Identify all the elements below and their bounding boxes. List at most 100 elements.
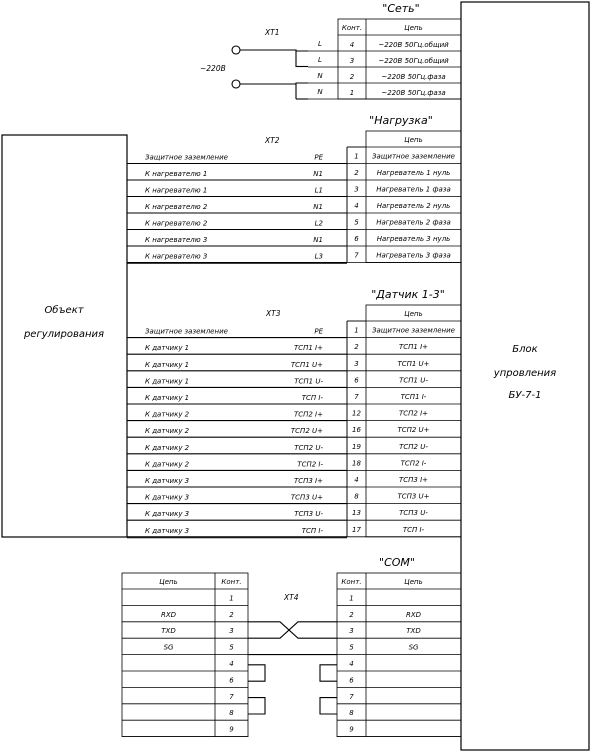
- supply-row-circuit: ~220В 50Гц.общий: [378, 41, 449, 49]
- com-right-row-contact: 9: [349, 726, 354, 734]
- load-row-contact: 4: [354, 202, 358, 210]
- supply-row-mark: L: [318, 56, 322, 64]
- sensor-row-contact: 3: [354, 360, 358, 368]
- sensor-row-target: К датчику 2: [145, 411, 190, 419]
- com-right-loop-0: [319, 664, 337, 682]
- sensor-row-target: К датчику 1: [145, 394, 189, 402]
- sensor-row-contact: 7: [354, 393, 359, 401]
- sensor-row-circuit: ТСП2 U-: [399, 443, 428, 451]
- sensor-row-circuit: ТСП3 U-: [399, 509, 428, 517]
- load-row-target: К нагревателю 1: [145, 170, 207, 178]
- load-row-circuit: Нагреватель 1 нуль: [377, 169, 451, 177]
- load-row-circuit: Нагреватель 3 нуль: [377, 235, 451, 243]
- load-row-target: К нагревателю 2: [145, 220, 208, 228]
- sensor-row-target: К датчику 3: [145, 477, 189, 485]
- com-left-row-circuit: TXD: [161, 627, 176, 635]
- sensor-title: "Датчик 1-3": [371, 288, 445, 301]
- com-right-row-contact: 4: [349, 660, 353, 668]
- load-row-target: Защитное заземление: [145, 154, 228, 162]
- sensor-row-mark: ТСП I-: [302, 527, 324, 535]
- sensor-row-mark: ТСП1 U+: [291, 361, 323, 369]
- com-left-loop-0: [248, 664, 266, 682]
- sensor-row-circuit: Защитное заземление: [372, 327, 455, 335]
- supply-wire-l: [240, 49, 308, 52]
- load-row-mark: N1: [313, 236, 323, 244]
- load-row-mark: N1: [313, 203, 323, 211]
- supply-terminal-l: [231, 45, 241, 55]
- com-left-row-contact: 7: [229, 693, 234, 701]
- supply-row-contact: 3: [350, 57, 354, 65]
- sensor-row-circuit: ТСП1 I-: [401, 393, 427, 401]
- xt3-label: XT3: [265, 309, 281, 318]
- sensor-row-mark: ТСП2 U-: [294, 444, 323, 452]
- xt2-label: XT2: [264, 136, 280, 145]
- sensor-row-circuit: ТСП1 U+: [397, 360, 429, 368]
- supply-row-mark: L: [318, 40, 322, 48]
- load-row-target: К нагревателю 2: [145, 203, 208, 211]
- load-row-contact: 5: [354, 219, 359, 227]
- sensor-row-contact: 6: [354, 376, 359, 384]
- com-left-row-contact: 6: [229, 676, 234, 684]
- sensor-row-target: К датчику 1: [145, 377, 189, 385]
- sensor-row-mark: ТСП1 U-: [294, 377, 323, 385]
- com-right-row-contact: 2: [349, 611, 354, 619]
- regulated-object-block: [1, 134, 128, 538]
- load-row-contact: 2: [354, 169, 359, 177]
- load-row-target: К нагревателю 1: [145, 187, 207, 195]
- sensor-row-contact: 18: [352, 459, 361, 467]
- load-title: "Нагрузка": [369, 114, 433, 127]
- sensor-row-target: К датчику 2: [145, 427, 190, 435]
- load-row-target: К нагревателю 3: [145, 236, 207, 244]
- sensor-row-target: К датчику 1: [145, 344, 189, 352]
- com-left-row-contact: 3: [229, 627, 233, 635]
- com-right-row-contact: 7: [349, 693, 354, 701]
- com-right-header-circuit: Цепь: [404, 578, 422, 586]
- sensor-row-mark: ТСП I-: [302, 394, 324, 402]
- sensor-row-target: К датчику 2: [145, 460, 190, 468]
- load-row-contact: 1: [354, 153, 358, 161]
- load-row-circuit: Нагреватель 3 фаза: [376, 252, 451, 260]
- sensor-row-circuit: ТСП3 U+: [397, 493, 429, 501]
- load-row-mark: L1: [315, 187, 323, 195]
- control-unit-label-3: БУ-7-1: [509, 390, 542, 401]
- load-header-circuit: Цепь: [404, 136, 422, 144]
- sensor-row-contact: 12: [352, 410, 361, 418]
- sensor-row-mark: PE: [314, 328, 323, 336]
- load-row-contact: 7: [354, 252, 359, 260]
- com-left-header-contact: Конт.: [221, 578, 241, 586]
- supply-row-mark: N: [317, 72, 323, 80]
- sensor-row-contact: 19: [352, 443, 361, 451]
- sensor-row-circuit: ТСП1 U-: [399, 376, 428, 384]
- xt4-label: XT4: [283, 593, 299, 602]
- sensor-row-contact: 16: [352, 426, 361, 434]
- load-row-mark: L3: [315, 253, 323, 261]
- sensor-row-contact: 4: [354, 476, 358, 484]
- load-row-mark: PE: [314, 154, 323, 162]
- sensor-row-circuit: ТСП1 I+: [399, 343, 428, 351]
- regulated-object-label-2: регулирования: [23, 329, 104, 340]
- control-unit-label-1: Блок: [512, 344, 537, 355]
- com-right-row-circuit: TXD: [406, 627, 421, 635]
- sensor-row-target: К датчику 2: [145, 444, 190, 452]
- load-row-circuit: Нагреватель 2 нуль: [377, 202, 451, 210]
- com-left-row-circuit: SG: [164, 644, 174, 652]
- control-unit-block: [460, 1, 590, 751]
- supply-row-contact: 4: [350, 41, 354, 49]
- supply-header-contact: Конт.: [342, 24, 362, 32]
- load-row-target: К нагревателю 3: [145, 253, 207, 261]
- load-row-contact: 3: [354, 186, 358, 194]
- com-left-header-circuit: Цепь: [159, 578, 177, 586]
- com-right-row-circuit: SG: [409, 644, 419, 652]
- com-right-row-circuit: RXD: [406, 611, 422, 619]
- control-unit-label-2: упровления: [493, 368, 556, 379]
- supply-row-contact: 2: [350, 73, 355, 81]
- sensor-row-contact: 17: [352, 526, 361, 534]
- supply-row-circuit: ~220В 50Гц.фаза: [381, 73, 445, 81]
- load-row-mark: L2: [315, 220, 324, 228]
- sensor-row-mark: ТСП3 U-: [294, 510, 323, 518]
